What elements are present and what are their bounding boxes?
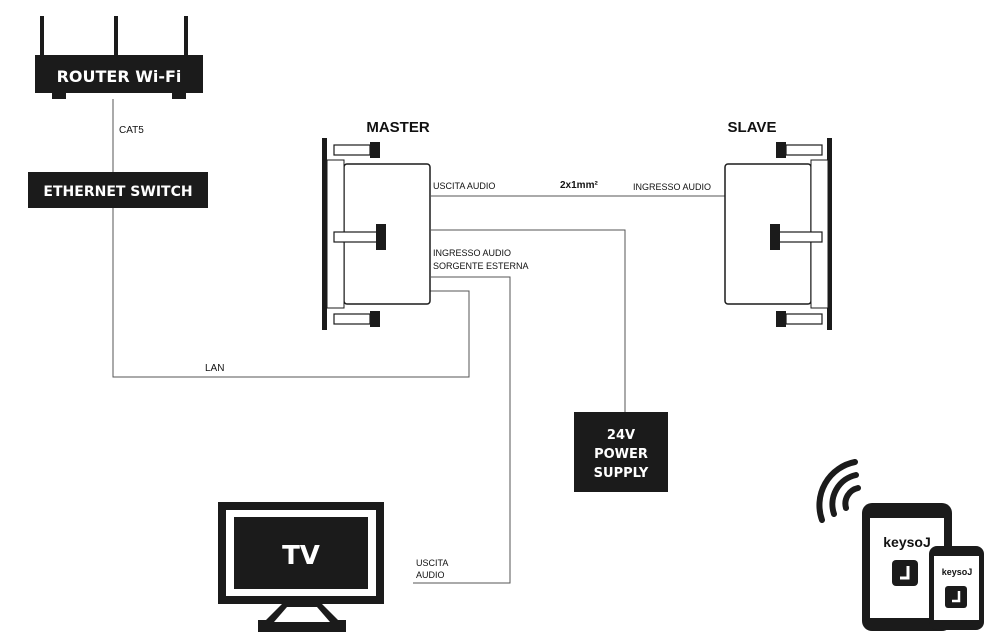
speaker-icon [724, 138, 832, 330]
tv-audio-cable [413, 276, 511, 584]
master-ext-input-label-2: SORGENTE ESTERNA [433, 261, 529, 271]
tv-audio-out-label-1: USCITA [416, 558, 448, 568]
power-label-line1: 24V [607, 428, 635, 443]
master-ext-input-label-1: INGRESSO AUDIO [433, 248, 511, 258]
slave-title: SLAVE [728, 119, 777, 136]
switch-label: ETHERNET SWITCH [43, 184, 192, 200]
tablet-logo: keysoJ [883, 534, 930, 550]
lan-label: LAN [205, 363, 224, 374]
slave-audio-in-label: INGRESSO AUDIO [633, 182, 711, 192]
phone-icon [929, 546, 984, 630]
tv-label: TV [282, 541, 320, 571]
power-supply-box [574, 412, 668, 492]
master-audio-out-label: USCITA AUDIO [433, 181, 495, 191]
speaker-icon [322, 138, 431, 330]
power-label-line3: SUPPLY [594, 466, 649, 481]
wifi-icon [816, 459, 861, 523]
master-title: MASTER [366, 119, 430, 136]
tv-icon [218, 502, 384, 632]
speaker-cable-label: 2x1mm² [560, 180, 598, 191]
phone-logo: keysoJ [942, 567, 973, 577]
power-label-line2: POWER [594, 447, 648, 462]
cat5-label: CAT5 [119, 125, 144, 136]
power-cable [430, 229, 626, 412]
lan-cable [112, 208, 470, 378]
router-icon [35, 16, 203, 99]
ethernet-switch-box [28, 172, 208, 208]
router-label: ROUTER Wi-Fi [57, 67, 182, 86]
tv-audio-out-label-2: AUDIO [416, 570, 445, 580]
